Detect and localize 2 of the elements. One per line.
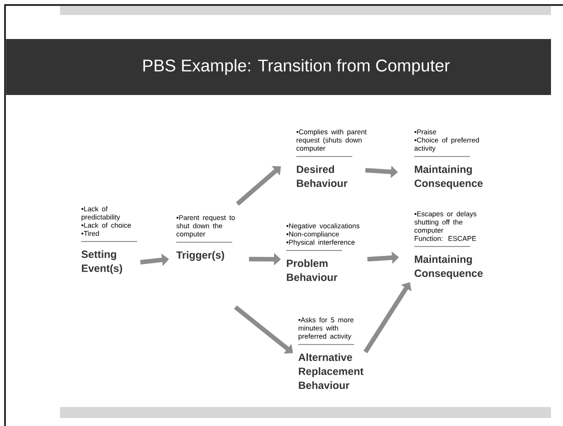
block-arrow bbox=[236, 166, 281, 206]
slide-title: PBS Example: Transition from Computer bbox=[143, 59, 450, 75]
